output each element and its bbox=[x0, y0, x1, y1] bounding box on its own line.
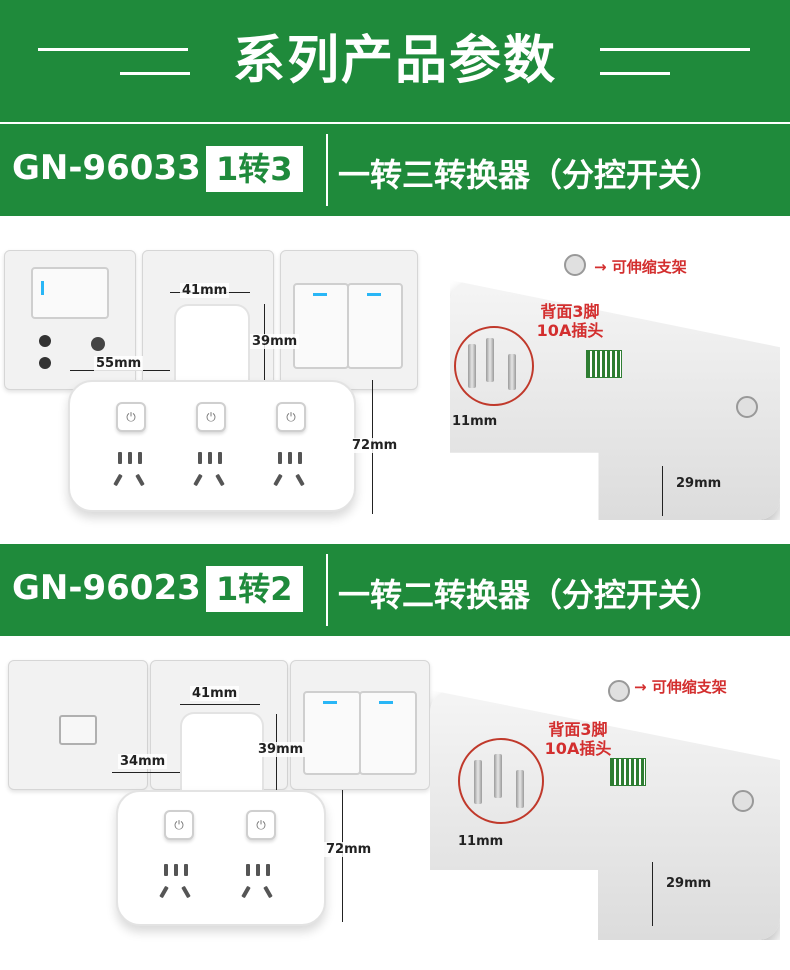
outlet-1 bbox=[112, 452, 152, 492]
wall-plate-double-switch bbox=[290, 660, 430, 790]
back-view-1: → 可伸缩支架 背面3脚 10A插头 11mm 29mm bbox=[420, 240, 790, 530]
adapter-body: ⏻ ⏻ bbox=[116, 790, 326, 926]
indicator-light bbox=[41, 281, 44, 295]
back-label-line2: 10A插头 bbox=[536, 321, 604, 340]
model-code: GN-96033 bbox=[12, 148, 201, 188]
model-code: GN-96023 bbox=[12, 568, 201, 608]
dim-line-side bbox=[112, 772, 180, 773]
power-icon: ⏻ bbox=[174, 818, 184, 832]
adapter-plug-part bbox=[174, 304, 250, 384]
power-button-3[interactable]: ⏻ bbox=[276, 402, 306, 432]
back-view-2: → 可伸缩支架 背面3脚 10A插头 11mm 29mm bbox=[420, 650, 790, 950]
network-port bbox=[59, 715, 97, 745]
dim-side: 34mm bbox=[118, 754, 168, 769]
power-icon: ⏻ bbox=[256, 818, 266, 832]
dim-thickness: 29mm bbox=[676, 476, 722, 491]
outlet-1 bbox=[158, 864, 198, 904]
wall-plate-switch bbox=[4, 250, 136, 390]
rocker-switch-left bbox=[303, 691, 361, 775]
back-label-line1: 背面3脚 bbox=[540, 302, 600, 321]
rocker-switch bbox=[31, 267, 109, 319]
power-button-2[interactable]: ⏻ bbox=[196, 402, 226, 432]
prong-middle bbox=[494, 754, 502, 798]
model-bar-1: GN-96033 1转3 一转三转换器（分控开关） bbox=[0, 124, 790, 216]
support-peg-top bbox=[608, 680, 630, 702]
power-button-1[interactable]: ⏻ bbox=[164, 810, 194, 840]
rocker-switch-left bbox=[293, 283, 349, 369]
dim-total-height: 72mm bbox=[324, 842, 374, 857]
model-badge: 1转2 bbox=[206, 566, 303, 612]
dim-line-thickness bbox=[662, 466, 663, 516]
power-icon: ⏻ bbox=[286, 410, 296, 424]
power-button-1[interactable]: ⏻ bbox=[116, 402, 146, 432]
arrow-note: → 可伸缩支架 bbox=[634, 678, 727, 696]
model-badge: 1转3 bbox=[206, 146, 303, 192]
header-deco-line-right-2 bbox=[600, 72, 670, 75]
model-description: 一转二转换器（分控开关） bbox=[338, 576, 723, 614]
dim-width: 41mm bbox=[190, 686, 240, 701]
page-title: 系列产品参数 bbox=[232, 31, 557, 91]
header-banner bbox=[0, 0, 790, 122]
model-description: 一转三转换器（分控开关） bbox=[338, 156, 723, 194]
dim-top-height: 39mm bbox=[250, 334, 300, 349]
support-peg-right bbox=[736, 396, 758, 418]
adapter-plug-part bbox=[180, 712, 264, 794]
divider bbox=[326, 554, 328, 626]
rocker-switch-right bbox=[347, 283, 403, 369]
divider bbox=[326, 134, 328, 206]
dim-top-height: 39mm bbox=[256, 742, 306, 757]
dim-width: 41mm bbox=[180, 283, 230, 298]
dim-total-height: 72mm bbox=[350, 438, 400, 453]
rocker-switch-right bbox=[359, 691, 417, 775]
socket-holes bbox=[33, 333, 113, 373]
outlet-2 bbox=[240, 864, 280, 904]
dim-plug-depth: 11mm bbox=[452, 414, 498, 429]
front-view-1: ⏻ ⏻ ⏻ 41mm 39mm 55mm 72mm bbox=[0, 240, 420, 530]
dim-side: 55mm bbox=[94, 356, 144, 371]
adapter-body: ⏻ ⏻ ⏻ bbox=[68, 380, 356, 512]
power-button-2[interactable]: ⏻ bbox=[246, 810, 276, 840]
header-deco-line-left-2 bbox=[120, 72, 190, 75]
back-label-line2: 10A插头 bbox=[544, 739, 612, 758]
dim-line-width bbox=[180, 704, 260, 705]
header-deco-line-left-1 bbox=[38, 48, 188, 51]
outlet-2 bbox=[192, 452, 232, 492]
qr-label bbox=[586, 350, 622, 378]
model-bar-2: GN-96023 1转2 一转二转换器（分控开关） bbox=[0, 544, 790, 636]
plug-highlight-ring bbox=[458, 738, 544, 824]
support-peg-right bbox=[732, 790, 754, 812]
prong-left bbox=[474, 760, 482, 804]
outlet-3 bbox=[272, 452, 312, 492]
back-label-line1: 背面3脚 bbox=[548, 720, 608, 739]
power-icon: ⏻ bbox=[126, 410, 136, 424]
wall-plate-network bbox=[8, 660, 148, 790]
prong-middle bbox=[486, 338, 494, 382]
prong-right bbox=[508, 354, 516, 390]
arrow-note: → 可伸缩支架 bbox=[594, 258, 687, 276]
wall-plate-double-switch bbox=[280, 250, 418, 390]
front-view-2: ⏻ ⏻ 41mm 39mm 34mm 72mm bbox=[0, 650, 430, 950]
dim-thickness: 29mm bbox=[666, 876, 712, 891]
support-peg-top bbox=[564, 254, 586, 276]
dim-plug-depth: 11mm bbox=[458, 834, 504, 849]
qr-label bbox=[610, 758, 646, 786]
prong-right bbox=[516, 770, 524, 808]
power-icon: ⏻ bbox=[206, 410, 216, 424]
prong-left bbox=[468, 344, 476, 388]
plug-highlight-ring bbox=[454, 326, 534, 406]
dim-line-thickness bbox=[652, 862, 653, 926]
header-deco-line-right-1 bbox=[600, 48, 750, 51]
